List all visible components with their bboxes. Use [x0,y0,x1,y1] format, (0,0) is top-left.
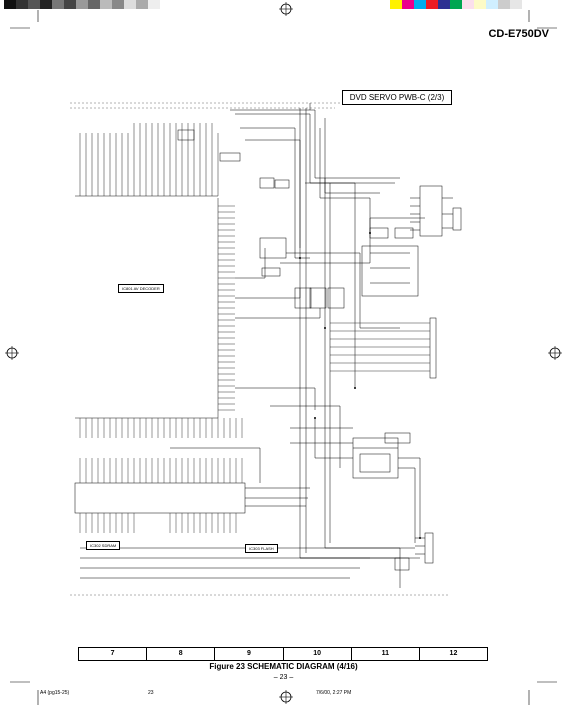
footer-file: A4 (pg15-25) [40,690,70,696]
ic302-label-text: IC302 SDRAM [90,543,117,548]
grid-column-10: 10 [282,648,351,660]
footer-timestamp: 7/6/00, 2:27 PM [316,690,352,696]
ic801-label: IC801 AV DECODER [118,284,164,293]
grid-column-11: 11 [350,648,419,660]
grid-column-ruler: 7 8 9 10 11 12 [78,647,488,661]
ic302-label: IC302 SDRAM [86,541,121,550]
grid-column-9: 9 [214,648,282,660]
calibration-swatches [4,0,522,9]
section-title: DVD SERVO PWB-C (2/3) [342,90,452,105]
registration-mark-right [548,346,562,360]
grid-column-7: 7 [110,650,115,657]
grid-column-12: 12 [418,648,487,660]
ic303-label-text: IC303 FLASH [249,546,274,551]
registration-mark-left [5,346,19,360]
page-number: – 23 – [273,674,294,681]
schematic-drawing [70,102,462,596]
registration-mark-top [279,2,293,16]
registration-mark-bottom [279,690,293,704]
model-number: CD-E750DV [488,28,549,40]
footer-page: 23 [148,690,154,696]
figure-caption: Figure 23 SCHEMATIC DIAGRAM (4/16) [209,662,358,671]
color-calibration-bar [0,0,567,10]
grid-column-8: 8 [146,648,214,660]
ic303-label: IC303 FLASH [245,544,278,553]
ic801-label-text: IC801 AV DECODER [122,286,160,291]
